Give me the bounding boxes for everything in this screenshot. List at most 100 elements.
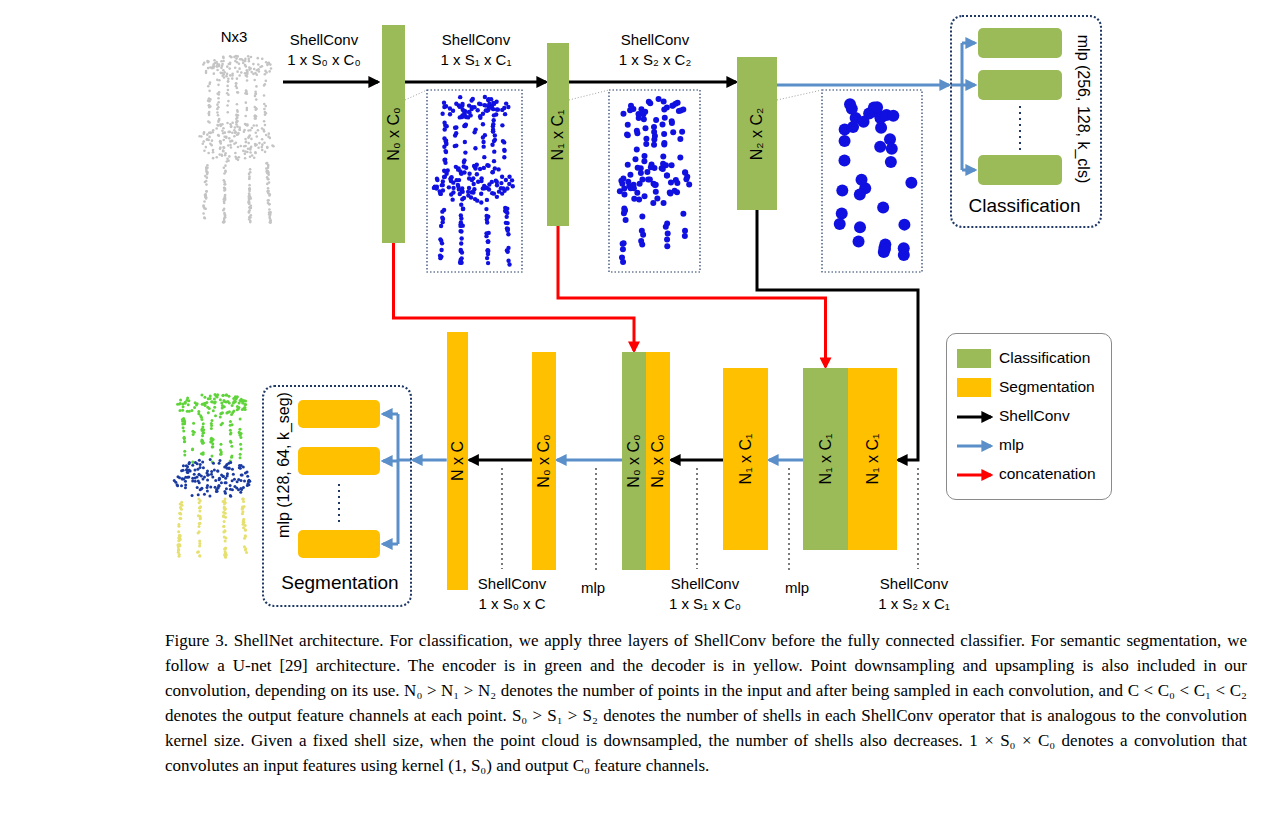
point bbox=[243, 145, 246, 148]
point bbox=[179, 402, 182, 405]
point bbox=[224, 154, 227, 157]
point bbox=[248, 190, 251, 193]
point bbox=[247, 55, 250, 58]
point bbox=[214, 400, 217, 403]
point bbox=[180, 469, 183, 472]
point bbox=[647, 100, 653, 106]
point bbox=[231, 131, 234, 134]
point bbox=[502, 148, 506, 152]
point bbox=[268, 216, 271, 219]
point bbox=[216, 103, 219, 106]
point bbox=[233, 135, 236, 138]
feature-bar: N₀ x C₀ bbox=[646, 352, 670, 570]
point bbox=[238, 464, 241, 467]
point bbox=[492, 113, 496, 117]
feature-bar: N₀ x C₀ bbox=[532, 352, 556, 570]
point bbox=[206, 474, 209, 477]
point bbox=[222, 221, 225, 224]
point bbox=[270, 67, 273, 70]
point bbox=[449, 179, 453, 183]
point bbox=[621, 240, 627, 246]
point bbox=[190, 409, 193, 412]
point bbox=[648, 164, 654, 170]
point bbox=[844, 98, 856, 110]
point bbox=[199, 515, 202, 518]
point bbox=[191, 480, 194, 483]
point bbox=[229, 484, 232, 487]
point bbox=[244, 528, 247, 531]
point bbox=[483, 133, 487, 137]
point bbox=[176, 544, 179, 547]
zoom-line bbox=[777, 90, 822, 100]
point bbox=[200, 440, 203, 443]
legend-entry: concatenation bbox=[955, 464, 1105, 486]
point bbox=[449, 192, 453, 196]
point bbox=[179, 512, 182, 515]
point bbox=[459, 256, 463, 260]
point bbox=[246, 471, 249, 474]
point bbox=[463, 140, 467, 144]
point bbox=[235, 82, 238, 85]
point bbox=[268, 203, 271, 206]
point bbox=[223, 400, 226, 403]
point bbox=[854, 189, 866, 201]
point bbox=[215, 156, 218, 159]
point bbox=[246, 124, 249, 127]
point bbox=[624, 132, 630, 138]
point bbox=[252, 124, 255, 127]
point bbox=[239, 418, 242, 421]
point bbox=[205, 486, 208, 489]
point bbox=[207, 67, 210, 70]
point bbox=[256, 57, 259, 60]
point bbox=[183, 440, 186, 443]
point bbox=[212, 409, 215, 412]
legend-text: mlp bbox=[999, 436, 1024, 454]
point bbox=[486, 97, 490, 101]
point bbox=[193, 431, 196, 434]
point bbox=[224, 548, 227, 551]
point bbox=[211, 476, 214, 479]
point bbox=[246, 151, 249, 154]
point bbox=[191, 448, 194, 451]
point bbox=[201, 429, 204, 432]
leader-line bbox=[595, 468, 596, 573]
point bbox=[506, 259, 510, 263]
point bbox=[216, 490, 219, 493]
point bbox=[257, 129, 260, 132]
point bbox=[215, 490, 218, 493]
op-label: mlp bbox=[553, 578, 633, 598]
point bbox=[243, 479, 246, 482]
point bbox=[242, 150, 245, 153]
conv-spec: ShellConv 1 x S₂ x C₂ bbox=[615, 30, 695, 71]
point bbox=[235, 113, 238, 116]
point bbox=[177, 549, 180, 552]
conv-spec: ShellConv 1 x S₀ x C bbox=[472, 574, 552, 615]
point bbox=[269, 221, 272, 224]
point bbox=[639, 177, 645, 183]
point bbox=[199, 506, 202, 509]
point bbox=[234, 126, 237, 129]
point bbox=[660, 161, 666, 167]
point bbox=[266, 190, 269, 193]
point bbox=[248, 178, 251, 181]
point bbox=[265, 80, 268, 83]
point bbox=[206, 166, 209, 169]
point bbox=[205, 180, 208, 183]
point bbox=[211, 419, 214, 422]
point bbox=[224, 512, 227, 515]
point bbox=[183, 437, 186, 440]
point bbox=[226, 73, 229, 76]
point bbox=[235, 82, 238, 85]
legend-arrow-sample bbox=[955, 406, 995, 428]
zoom-line bbox=[569, 90, 609, 100]
point bbox=[463, 124, 467, 128]
point bbox=[248, 175, 251, 178]
point bbox=[211, 446, 214, 449]
point bbox=[224, 170, 227, 173]
point bbox=[467, 172, 471, 176]
point bbox=[216, 396, 219, 399]
feature-bar: N₀ x C₀ bbox=[622, 352, 646, 570]
point bbox=[878, 246, 890, 258]
point bbox=[453, 126, 457, 130]
point bbox=[219, 125, 222, 128]
